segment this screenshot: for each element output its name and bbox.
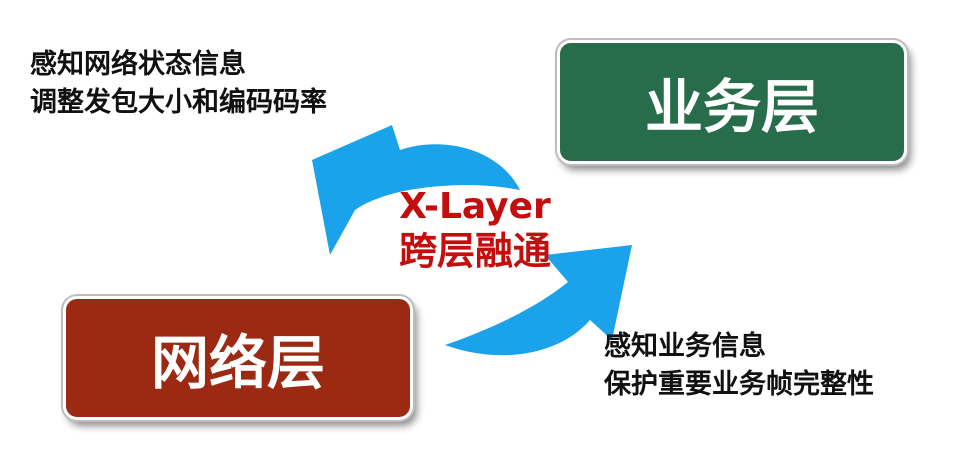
bottom-note-line2: 保护重要业务帧完整性 [604, 369, 874, 400]
center-label: X-Layer 跨层融通 [380, 186, 570, 274]
top-note-line1: 感知网络状态信息 [30, 49, 246, 80]
center-title: X-Layer [399, 186, 551, 227]
business-layer-box: 业务层 [557, 40, 907, 164]
arrow-bottom-curved-icon [445, 245, 632, 356]
top-note-line2: 调整发包大小和编码码率 [30, 87, 327, 118]
center-subtitle: 跨层融通 [398, 229, 551, 273]
arrow-top-curved-icon [312, 125, 520, 255]
business-layer-label: 业务层 [644, 73, 819, 141]
bottom-note: 感知业务信息 保护重要业务帧完整性 [604, 328, 874, 404]
network-layer-label: 网络层 [150, 329, 325, 397]
bottom-note-line1: 感知业务信息 [604, 331, 766, 362]
network-layer-box: 网络层 [63, 296, 413, 420]
top-note: 感知网络状态信息 调整发包大小和编码码率 [30, 46, 327, 122]
